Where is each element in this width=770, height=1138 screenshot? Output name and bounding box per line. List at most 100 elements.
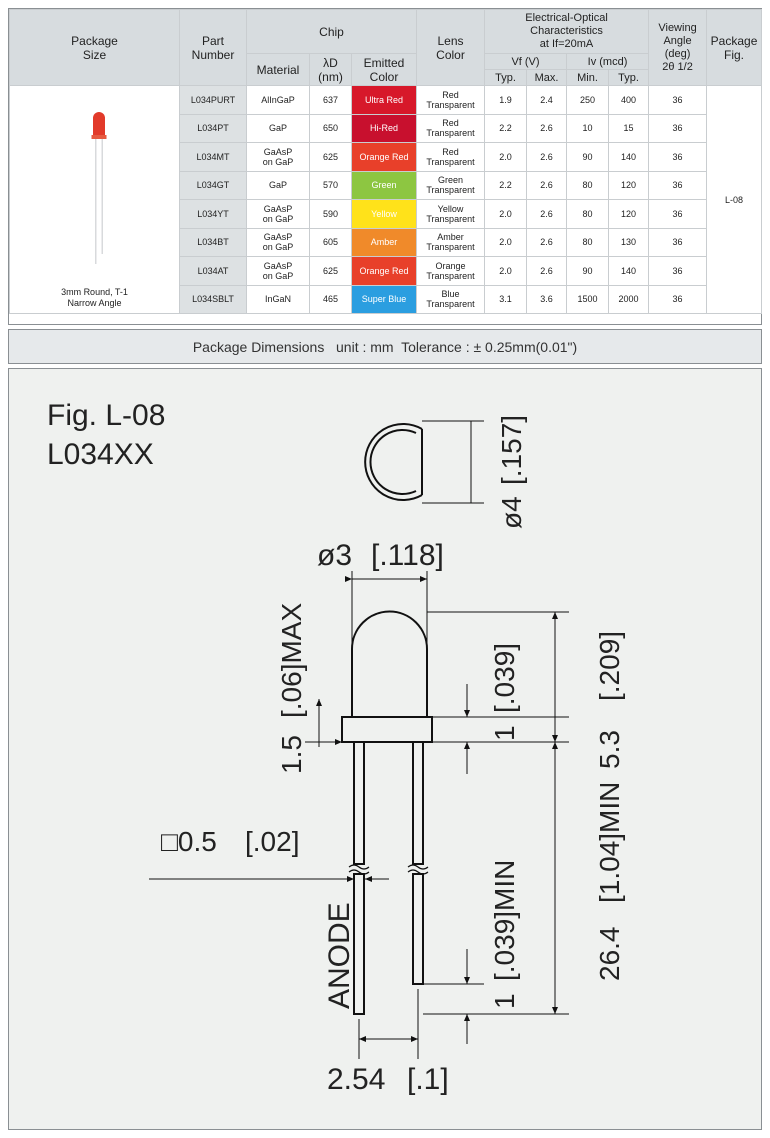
wavelength-cell: 605 (309, 227, 352, 257)
iv-min-cell: 10 (566, 113, 609, 143)
lens-color-cell: Yellow Transparent (416, 199, 485, 229)
vf-max-cell: 2.6 (526, 227, 567, 257)
material-cell: InGaN (246, 284, 310, 314)
material-cell: GaP (246, 170, 310, 200)
top-view (364, 423, 423, 501)
header-vf: Vf (V) (484, 53, 567, 70)
dimension-drawing: Fig. L-08 L034XX ø4 [.157] ø3 [.118] (47, 399, 625, 1096)
header-package-fig: Package Fig. (706, 9, 763, 86)
part-number-cell: L034YT (179, 199, 247, 229)
part-number-cell: L034GT (179, 170, 247, 200)
header-package-size: Package Size (9, 9, 180, 86)
package-dimensions-label: Package Dimensions unit : mm Tolerance :… (192, 338, 578, 355)
iv-typ-cell: 2000 (607, 284, 650, 314)
part-number-cell: L034PT (179, 113, 247, 143)
dim-lead-sq-in: [.02] (245, 826, 299, 857)
header-viewing-angle: Viewing Angle (deg) 2θ 1/2 (648, 9, 708, 86)
header-material: Material (246, 53, 310, 86)
wavelength-cell: 465 (309, 284, 352, 314)
vf-max-cell: 2.4 (526, 85, 567, 115)
header-vf-max: Max. (526, 69, 567, 86)
header-iv: Iv (mcd) (565, 53, 650, 70)
vf-typ-cell: 2.0 (484, 227, 527, 257)
emitted-color-cell: Orange Red (351, 256, 417, 286)
dim-flange: 1.5 (276, 735, 307, 774)
iv-min-cell: 80 (566, 199, 609, 229)
wavelength-cell: 625 (309, 256, 352, 286)
vf-typ-cell: 3.1 (484, 284, 527, 314)
dim-diameter-top-in: [.157] (496, 415, 527, 485)
material-cell: AlInGaP (246, 85, 310, 115)
vf-max-cell: 2.6 (526, 256, 567, 286)
dim-lead-diff: 1 (489, 993, 520, 1009)
material-cell: GaAsP on GaP (246, 256, 310, 286)
lens-color-cell: Red Transparent (416, 85, 485, 115)
vf-typ-cell: 2.0 (484, 199, 527, 229)
header-part-number: Part Number (179, 9, 247, 86)
dim-height-in: [.209] (594, 631, 625, 701)
header-lens-color: Lens Color (416, 9, 485, 86)
emitted-color-cell: Amber (351, 227, 417, 257)
viewing-angle-cell: 36 (648, 170, 708, 200)
viewing-angle-cell: 36 (648, 199, 708, 229)
dim-flange-max: [.06]MAX (276, 603, 307, 718)
viewing-angle-cell: 36 (648, 142, 708, 172)
dim-lead-len-in: [1.04]MIN (594, 782, 625, 903)
material-cell: GaAsP on GaP (246, 142, 310, 172)
fig-label: Fig. L-08 (47, 399, 165, 432)
dim-pitch: 2.54 (327, 1063, 385, 1096)
iv-min-cell: 1500 (566, 284, 609, 314)
viewing-angle-cell: 36 (648, 284, 708, 314)
dim-lead-sq: □0.5 (161, 826, 217, 857)
iv-typ-cell: 15 (607, 113, 650, 143)
part-number-cell: L034MT (179, 142, 247, 172)
vf-typ-cell: 2.0 (484, 256, 527, 286)
iv-min-cell: 250 (566, 85, 609, 115)
vf-typ-cell: 2.2 (484, 170, 527, 200)
header-vf-typ: Typ. (484, 69, 527, 86)
header-iv-min: Min. (566, 69, 609, 86)
iv-typ-cell: 120 (607, 199, 650, 229)
lens-color-cell: Orange Transparent (416, 256, 485, 286)
viewing-angle-cell: 36 (648, 256, 708, 286)
spec-table: Package Size Part Number Chip Lens Color… (9, 9, 763, 314)
dim-diameter-body-in: [.118] (371, 539, 444, 572)
emitted-color-cell: Super Blue (351, 284, 417, 314)
lens-color-cell: Red Transparent (416, 113, 485, 143)
dim-diameter-body: ø3 (317, 539, 352, 572)
vf-typ-cell: 1.9 (484, 85, 527, 115)
vf-max-cell: 2.6 (526, 113, 567, 143)
dim-dome-mm: 1 (489, 725, 520, 741)
wavelength-cell: 570 (309, 170, 352, 200)
iv-typ-cell: 140 (607, 142, 650, 172)
header-chip: Chip (246, 9, 417, 54)
viewing-angle-cell: 36 (648, 113, 708, 143)
dim-height: 5.3 (594, 730, 625, 769)
package-caption: 3mm Round, T-1 Narrow Angle (61, 287, 128, 308)
material-cell: GaP (246, 113, 310, 143)
header-emitted-color: Emitted Color (351, 53, 417, 86)
iv-min-cell: 90 (566, 142, 609, 172)
part-number-cell: L034AT (179, 256, 247, 286)
part-number-cell: L034BT (179, 227, 247, 257)
vf-max-cell: 2.6 (526, 199, 567, 229)
dim-lead-diff-in: [.039]MIN (489, 860, 520, 981)
lens-color-cell: Green Transparent (416, 170, 485, 200)
lens-color-cell: Amber Transparent (416, 227, 485, 257)
package-fig-cell: L-08 (706, 85, 763, 314)
dim-lead-len: 26.4 (594, 927, 625, 982)
iv-min-cell: 80 (566, 170, 609, 200)
emitted-color-cell: Yellow (351, 199, 417, 229)
vf-max-cell: 3.6 (526, 284, 567, 314)
dim-pitch-in: [.1] (407, 1063, 449, 1096)
emitted-color-cell: Green (351, 170, 417, 200)
material-cell: GaAsP on GaP (246, 227, 310, 257)
wavelength-cell: 650 (309, 113, 352, 143)
emitted-color-cell: Ultra Red (351, 85, 417, 115)
emitted-color-cell: Hi-Red (351, 113, 417, 143)
